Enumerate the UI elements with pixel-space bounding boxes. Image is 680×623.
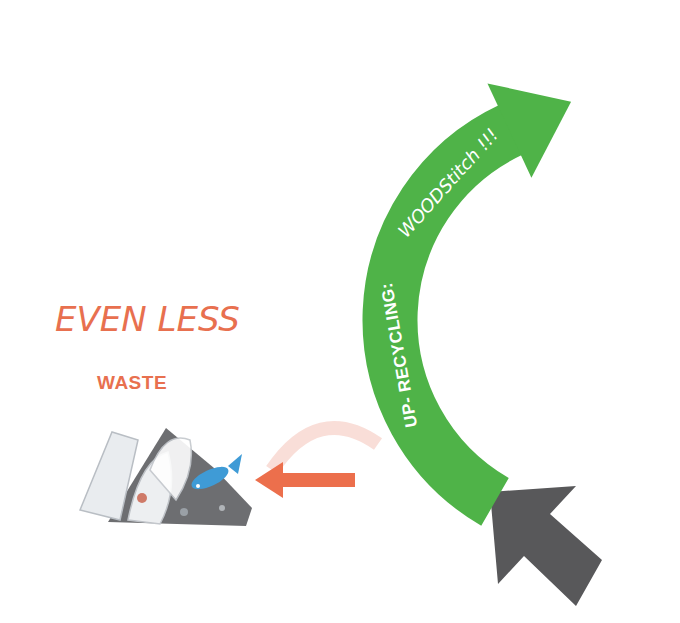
plastic-bag — [80, 432, 138, 520]
fish-tail — [228, 454, 242, 474]
fish — [188, 462, 231, 493]
arrow-head — [487, 83, 571, 177]
fish-eye — [196, 484, 200, 488]
flow-arrow — [283, 473, 355, 487]
waste-node: EVEN LESS WASTE — [50, 300, 255, 530]
debris — [219, 505, 225, 511]
heading: EVEN LESS — [55, 300, 240, 339]
plastic-bag — [150, 438, 191, 500]
waste-pile — [80, 428, 252, 526]
debris — [180, 508, 188, 516]
node-label: WASTE — [97, 372, 167, 394]
debris — [137, 493, 147, 503]
recycling-arrow: UP- RECYCLING:WOODStitch !!! — [355, 60, 595, 550]
ghost-arrow — [272, 428, 378, 470]
input-arrow — [490, 486, 602, 606]
